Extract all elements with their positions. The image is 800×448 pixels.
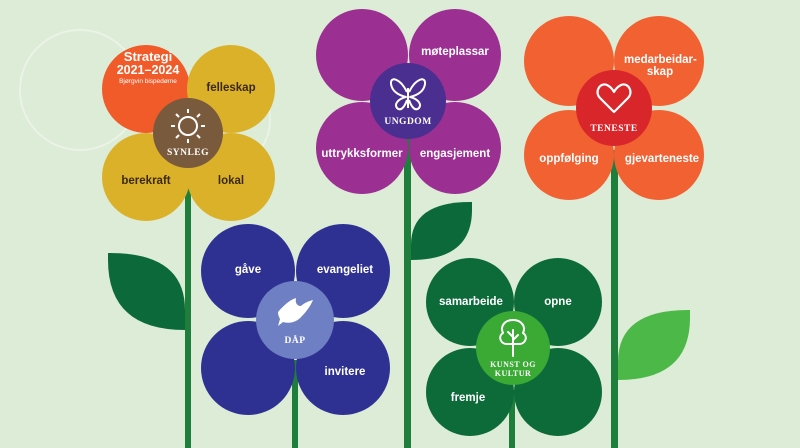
stems — [185, 110, 618, 448]
dove-icon — [278, 298, 313, 326]
stem-kunst — [509, 390, 515, 448]
stem-synleg — [185, 170, 191, 448]
strategy-title-block: Strategi 2021–2024 Bjørgvin bispedøme — [104, 50, 192, 86]
stem-dap — [292, 360, 298, 448]
center-teneste — [576, 70, 652, 146]
leaf-synleg — [108, 253, 185, 330]
strategy-diocese: Bjørgvin bispedøme — [119, 78, 177, 85]
stem-teneste — [611, 150, 618, 448]
center-label-synleg: SYNLEG — [166, 148, 210, 158]
flower-kunst — [426, 258, 602, 436]
center-label-kunst: KUNST OG KULTUR — [490, 360, 536, 378]
petal-label-opne: opne — [544, 296, 572, 308]
petal-label-oppfolging: oppfølging — [539, 153, 599, 165]
petal-label-lokal: lokal — [217, 175, 245, 187]
flower-synleg — [102, 45, 275, 221]
leaf-teneste — [618, 310, 690, 380]
center-synleg — [153, 98, 223, 168]
strategy-title: Strategi — [123, 49, 173, 64]
butterfly-icon — [389, 78, 427, 111]
tree-icon — [499, 319, 527, 357]
petal-label-fremje: fremje — [450, 392, 486, 404]
sun-icon — [171, 109, 205, 143]
petal-label-moteplassar: møteplassar — [421, 46, 489, 58]
petal-label-invitere: invitere — [324, 366, 366, 378]
flower-ungdom — [316, 9, 501, 194]
petal-label-samarbeide: samarbeide — [439, 296, 503, 308]
petal-label-medarbeidarskap: medarbeidar-skap — [624, 54, 697, 78]
heart-icon — [596, 83, 632, 114]
center-label-ungdom: UNGDOM — [384, 117, 432, 127]
petal-label-uttrykksformer: uttrykksformer — [321, 148, 403, 160]
leaf-ungdom — [411, 202, 472, 260]
petal-label-berekraft: berekraft — [121, 175, 171, 187]
petal-label-felleskap: felleskap — [206, 82, 256, 94]
stem-ungdom — [404, 110, 411, 448]
petal-label-engasjement: engasjement — [419, 148, 491, 160]
petal-label-gave: gåve — [234, 264, 262, 276]
petal-label-evangeliet: evangeliet — [316, 264, 374, 276]
petal-label-gjevarteneste: gjevarteneste — [624, 153, 700, 165]
flower-teneste — [524, 16, 704, 200]
strategy-years: 2021–2024 — [116, 63, 180, 77]
center-label-teneste: TENESTE — [590, 124, 638, 134]
flower-dap — [201, 224, 390, 415]
center-label-dap: DÅP — [284, 336, 306, 346]
